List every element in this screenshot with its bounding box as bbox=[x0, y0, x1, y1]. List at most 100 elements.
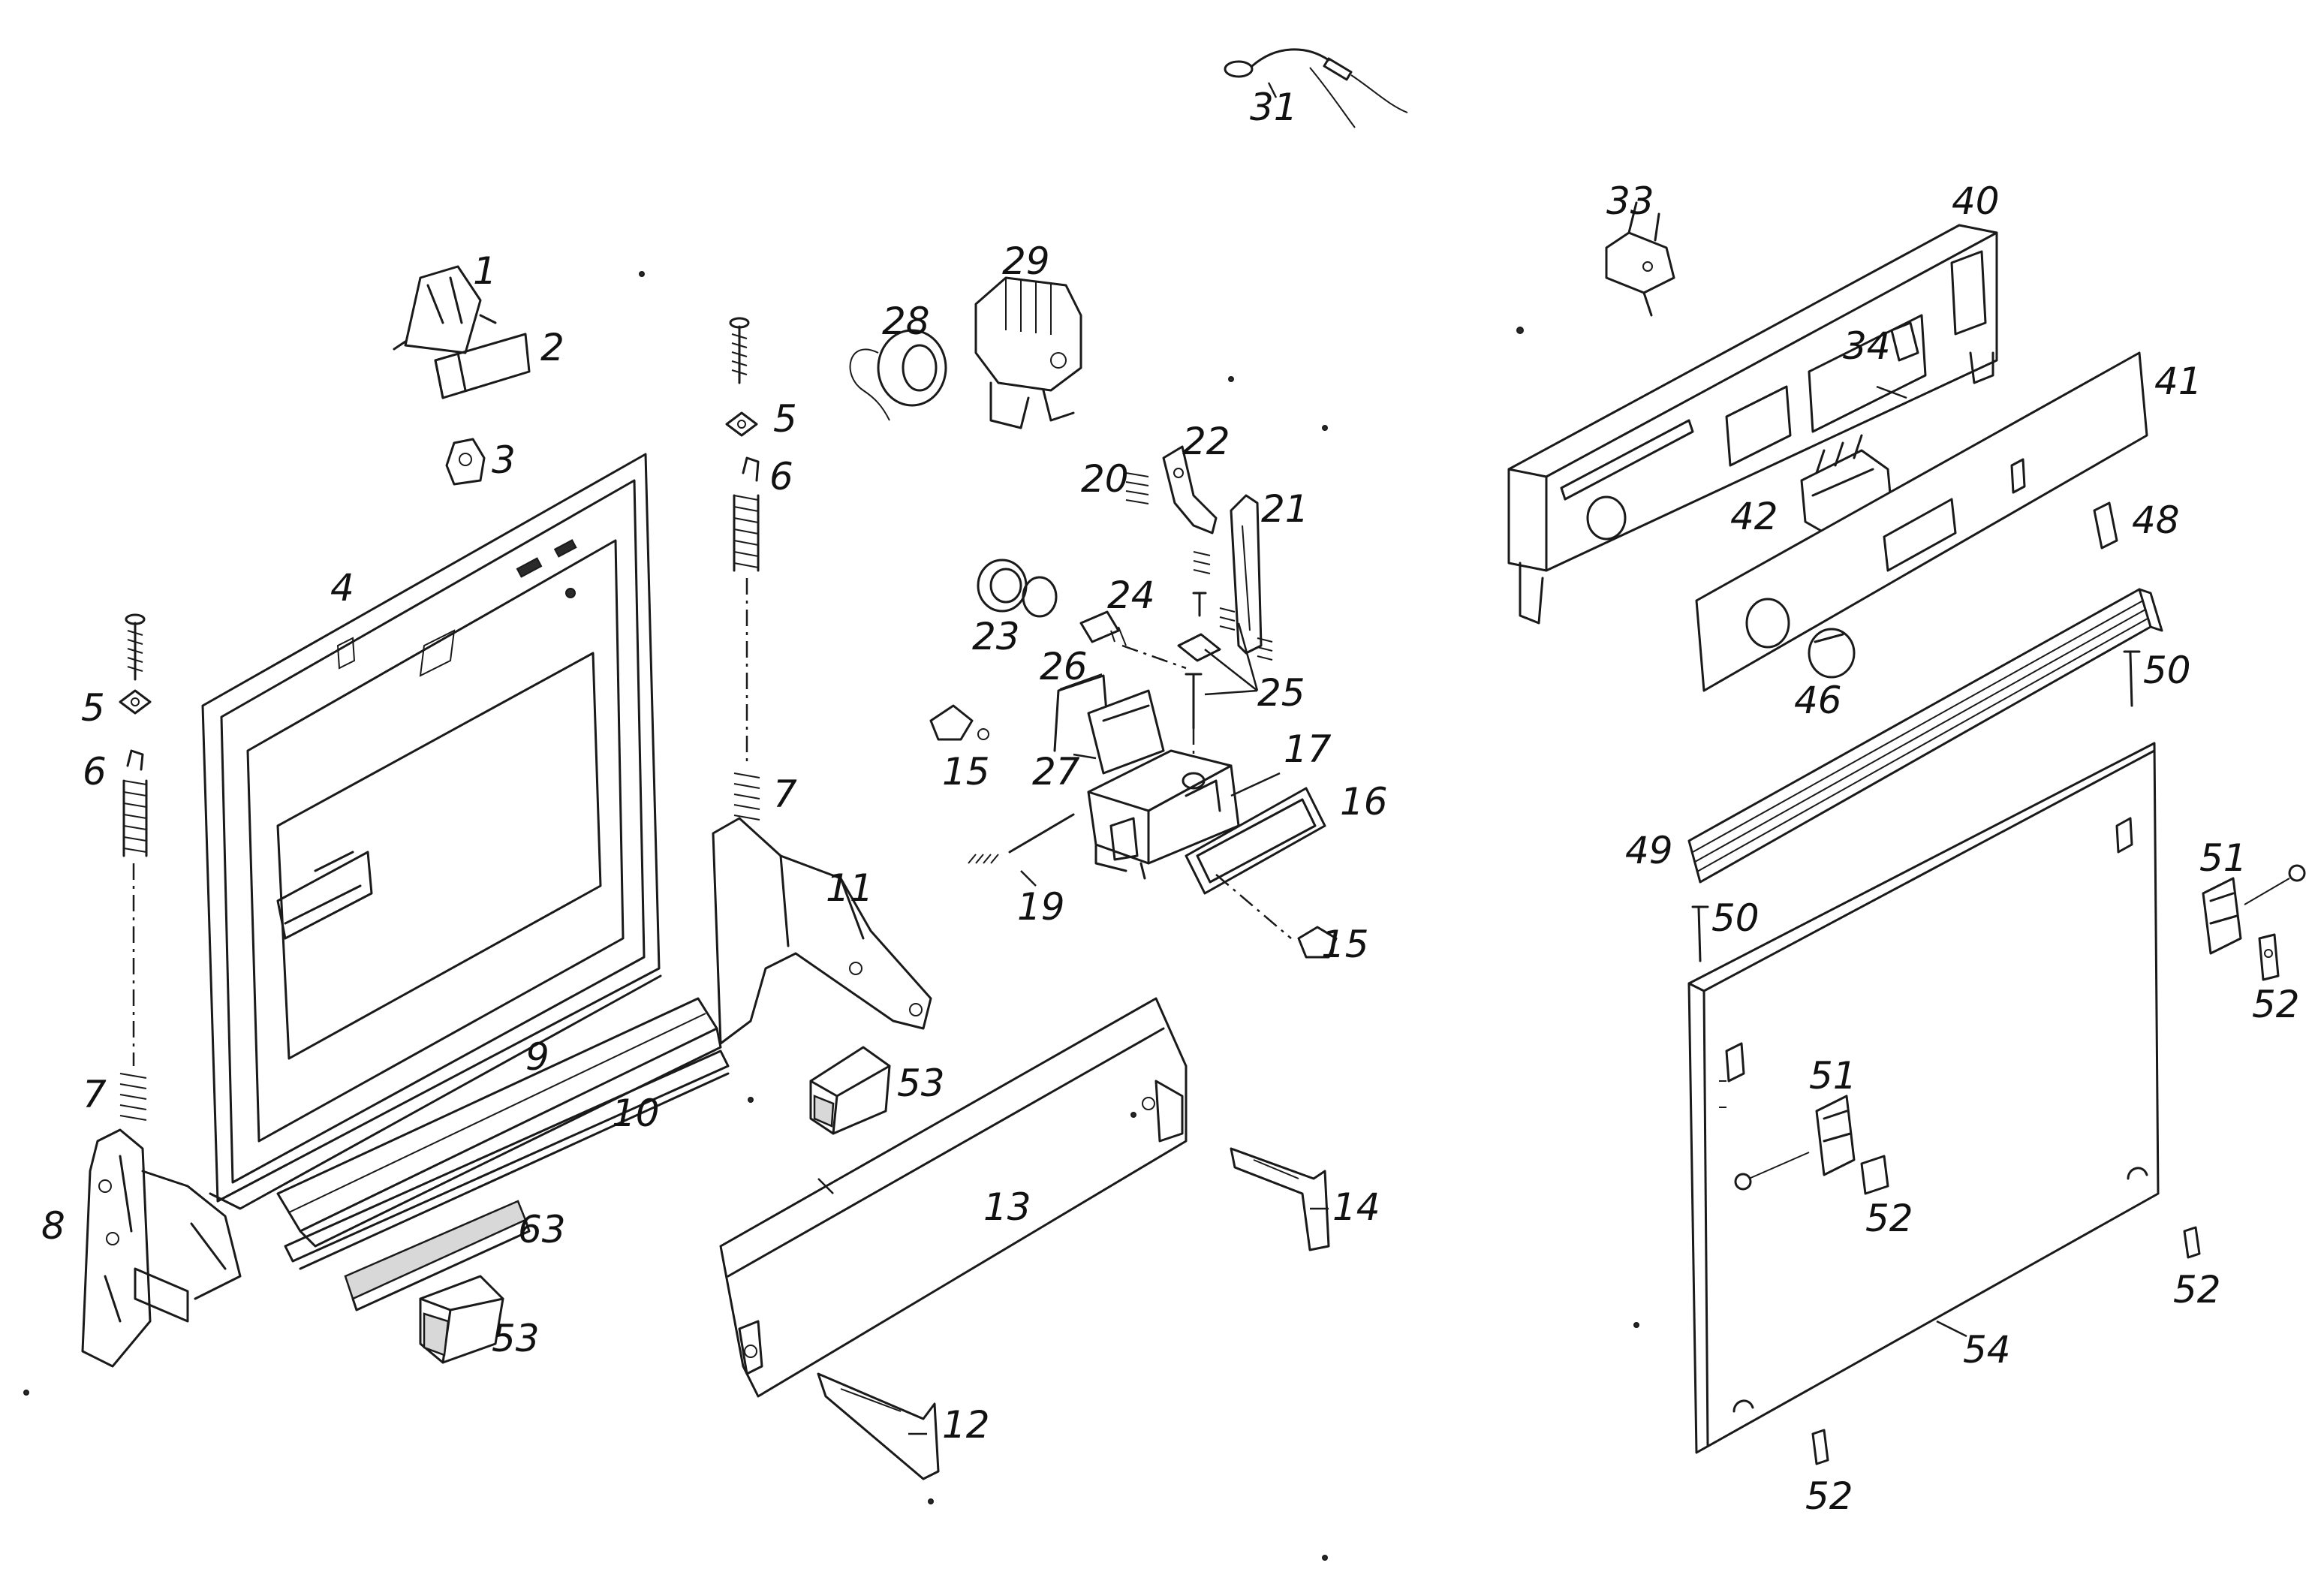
part-21-lever bbox=[1230, 494, 1263, 655]
label-12: 12 bbox=[942, 1403, 990, 1447]
label-1: 1 bbox=[473, 249, 497, 293]
part-19-pin bbox=[968, 813, 1075, 887]
label-5b: 5 bbox=[773, 397, 797, 441]
label-7b: 7 bbox=[773, 772, 797, 816]
part-6-spring-hook-right bbox=[733, 456, 760, 572]
part-16-frame bbox=[1185, 787, 1326, 895]
label-16: 16 bbox=[1340, 780, 1388, 824]
part-14-rail bbox=[1230, 1147, 1330, 1251]
part-50-screw-upper bbox=[2123, 650, 2141, 707]
part-15-knob-left bbox=[929, 704, 989, 741]
part-52-clip-right-upper bbox=[2258, 933, 2280, 981]
label-11: 11 bbox=[826, 866, 874, 910]
part-51-hinge-center bbox=[1734, 1095, 1856, 1191]
part-6-spring-hook-left bbox=[122, 749, 148, 857]
label-6b: 6 bbox=[769, 455, 793, 498]
part-51-hinge-right bbox=[2202, 864, 2306, 955]
part-33-bracket bbox=[1605, 201, 1675, 317]
part-20-spring bbox=[1125, 472, 1149, 504]
label-25: 25 bbox=[1257, 671, 1305, 715]
part-25-screws-springs bbox=[1177, 551, 1273, 730]
part-52-clip-right-lower bbox=[2183, 1226, 2201, 1259]
part-40-control-panel bbox=[1507, 224, 1998, 625]
label-3: 3 bbox=[492, 438, 516, 482]
part-12-rail bbox=[817, 1372, 940, 1480]
label-14: 14 bbox=[1332, 1185, 1380, 1229]
label-22: 22 bbox=[1182, 420, 1230, 463]
label-7a: 7 bbox=[83, 1073, 107, 1116]
part-1-latch bbox=[393, 265, 497, 354]
part-4-inner-door bbox=[201, 453, 662, 1210]
label-50b: 50 bbox=[1711, 896, 1760, 940]
label-49: 49 bbox=[1625, 829, 1673, 872]
label-46: 46 bbox=[1794, 679, 1842, 722]
label-28: 28 bbox=[882, 300, 930, 343]
part-46-knob bbox=[1808, 628, 1856, 679]
label-53a: 53 bbox=[897, 1062, 945, 1105]
part-9-kick-strip bbox=[276, 997, 722, 1248]
part-24-pin bbox=[1079, 610, 1127, 646]
label-21: 21 bbox=[1261, 487, 1309, 531]
scan-specks bbox=[23, 271, 1639, 1561]
part-29-timer bbox=[974, 276, 1082, 429]
part-63-gasket bbox=[344, 1200, 531, 1311]
part-10-seal-strip bbox=[284, 1049, 730, 1270]
part-52-clip-center bbox=[1860, 1155, 1889, 1195]
label-24: 24 bbox=[1107, 574, 1155, 617]
label-52d: 52 bbox=[1805, 1474, 1853, 1518]
label-20: 20 bbox=[1081, 457, 1129, 501]
label-53b: 53 bbox=[492, 1317, 540, 1360]
axis-24-25 bbox=[1121, 644, 1187, 670]
label-26: 26 bbox=[1040, 645, 1088, 688]
label-2: 2 bbox=[540, 326, 564, 369]
label-8: 8 bbox=[41, 1204, 65, 1248]
label-15b: 15 bbox=[1321, 923, 1369, 966]
leader-lines bbox=[817, 385, 1907, 1435]
label-63: 63 bbox=[518, 1208, 566, 1251]
label-29: 29 bbox=[1002, 239, 1050, 283]
part-41-fascia bbox=[1695, 351, 2148, 692]
part-31-sensor-cable bbox=[1224, 48, 1408, 128]
part-54-outer-door bbox=[1687, 742, 2160, 1454]
label-31: 31 bbox=[1250, 86, 1298, 129]
part-23-ring bbox=[977, 559, 1058, 618]
part-49-trim-bar bbox=[1687, 588, 2163, 884]
label-54: 54 bbox=[1963, 1328, 2011, 1372]
part-53-foot-upper bbox=[809, 1046, 891, 1135]
part-15-knob-right bbox=[1297, 926, 1338, 959]
part-52-clip-bottom bbox=[1811, 1429, 1829, 1465]
part-5-screw-left bbox=[119, 613, 152, 715]
part-8-hinge bbox=[81, 1128, 242, 1368]
part-28-timer-disc bbox=[849, 329, 947, 421]
label-40: 40 bbox=[1952, 179, 2000, 223]
label-34: 34 bbox=[1843, 324, 1891, 368]
part-27-cover bbox=[1087, 689, 1165, 775]
label-48: 48 bbox=[2132, 498, 2180, 542]
part-3-clip bbox=[445, 438, 486, 486]
label-19: 19 bbox=[1017, 885, 1065, 929]
part-11-hinge-bracket bbox=[712, 817, 932, 1045]
label-50a: 50 bbox=[2143, 649, 2191, 692]
part-26-wire-bow bbox=[1053, 673, 1109, 752]
label-51a: 51 bbox=[2199, 836, 2247, 880]
label-52a: 52 bbox=[2252, 983, 2300, 1026]
part-5-screw-right bbox=[725, 317, 758, 437]
label-52b: 52 bbox=[1865, 1197, 1913, 1240]
label-10: 10 bbox=[612, 1092, 660, 1135]
part-labels: 1 2 3 4 5 5 6 6 7 7 8 9 10 11 12 13 14 1… bbox=[41, 86, 2300, 1518]
axis-16-15 bbox=[1215, 874, 1292, 939]
label-17: 17 bbox=[1284, 727, 1332, 771]
label-6a: 6 bbox=[83, 750, 107, 794]
label-42: 42 bbox=[1730, 495, 1778, 538]
label-52c: 52 bbox=[2173, 1268, 2221, 1311]
part-7-spring-left bbox=[119, 1073, 147, 1121]
label-5a: 5 bbox=[81, 686, 105, 730]
label-27: 27 bbox=[1032, 750, 1080, 794]
part-50-screw-lower bbox=[1691, 905, 1709, 962]
label-23: 23 bbox=[972, 615, 1020, 658]
label-15a: 15 bbox=[942, 750, 990, 794]
part-22-bracket bbox=[1162, 445, 1218, 535]
part-7-spring-right bbox=[733, 772, 760, 821]
part-2-latch-housing bbox=[434, 333, 531, 399]
